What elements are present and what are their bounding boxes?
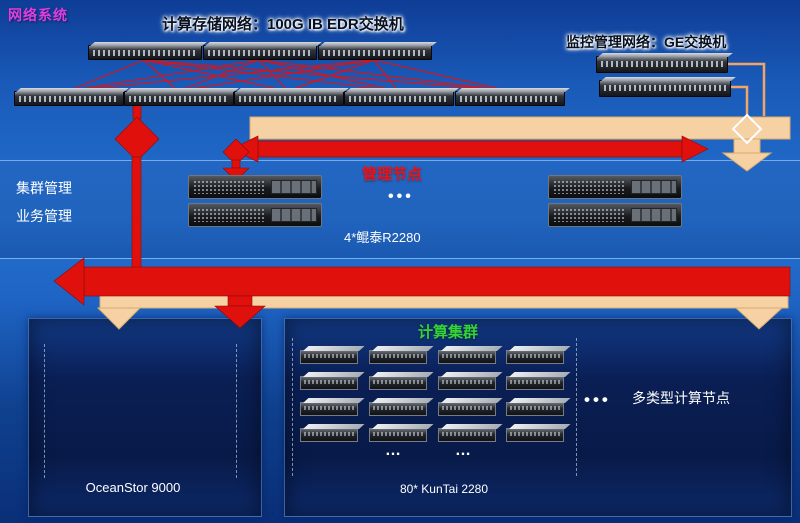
management-node-title: 管理节点 xyxy=(362,166,423,183)
ge-switch-icon xyxy=(596,56,728,73)
ib-switch-icon xyxy=(318,45,432,60)
compute-column-ellipsis: … xyxy=(385,442,404,459)
cluster-management-label: 集群管理 xyxy=(16,180,72,196)
compute-node-icon xyxy=(506,402,564,416)
compute-node-icon xyxy=(438,428,496,442)
ib-switch-icon xyxy=(203,45,317,60)
ib-switch-icon xyxy=(455,91,565,106)
monitor-network-title: 监控管理网络：GE交换机 xyxy=(566,34,727,50)
compute-node-icon xyxy=(438,350,496,364)
management-caption: 4*鲲泰R2280 xyxy=(344,230,421,245)
compute-node-icon xyxy=(300,428,358,442)
ib-switch-icon xyxy=(88,45,202,60)
ge-switch-icon xyxy=(599,80,731,97)
compute-node-icon xyxy=(300,350,358,364)
storage-caption: OceanStor 9000 xyxy=(85,480,181,495)
big-red-diamond xyxy=(114,116,160,162)
compute-node-icon xyxy=(300,402,358,416)
compute-node-icon xyxy=(369,428,427,442)
compute-side-ellipsis: ••• xyxy=(584,390,611,409)
ib-switch-icon xyxy=(344,91,454,106)
compute-node-icon xyxy=(438,402,496,416)
storage-panel xyxy=(28,318,262,517)
management-server-icon xyxy=(548,175,682,199)
management-server-icon xyxy=(188,203,322,227)
compute-storage-network-title: 计算存储网络：100G IB EDR交换机 xyxy=(162,16,404,33)
compute-node-icon xyxy=(438,376,496,390)
network-system-label: 网络系统 xyxy=(8,7,68,23)
dashed-guide xyxy=(236,344,237,478)
ib-switch-icon xyxy=(14,91,124,106)
management-server-icon xyxy=(188,175,322,199)
switch-mesh-lines xyxy=(67,59,510,92)
compute-node-icon xyxy=(506,428,564,442)
hollow-diamond-junction xyxy=(731,113,763,145)
compute-node-icon xyxy=(369,376,427,390)
management-ellipsis: ••• xyxy=(388,188,414,205)
compute-caption: 80* KunTai 2280 xyxy=(399,482,489,496)
compute-node-icon xyxy=(369,402,427,416)
compute-node-icon xyxy=(506,350,564,364)
management-server-icon xyxy=(548,203,682,227)
compute-cluster-title: 计算集群 xyxy=(417,324,478,341)
dashed-guide xyxy=(576,338,577,476)
ib-switch-icon xyxy=(124,91,234,106)
business-management-label: 业务管理 xyxy=(16,208,72,224)
dashed-guide xyxy=(44,344,45,478)
ib-switch-icon xyxy=(234,91,344,106)
ge-network-lines xyxy=(726,62,766,116)
compute-node-icon xyxy=(300,376,358,390)
dashed-guide xyxy=(292,338,293,476)
compute-side-label: 多类型计算节点 xyxy=(632,390,730,406)
compute-node-icon xyxy=(506,376,564,390)
compute-column-ellipsis: … xyxy=(455,442,474,459)
compute-node-icon xyxy=(369,350,427,364)
